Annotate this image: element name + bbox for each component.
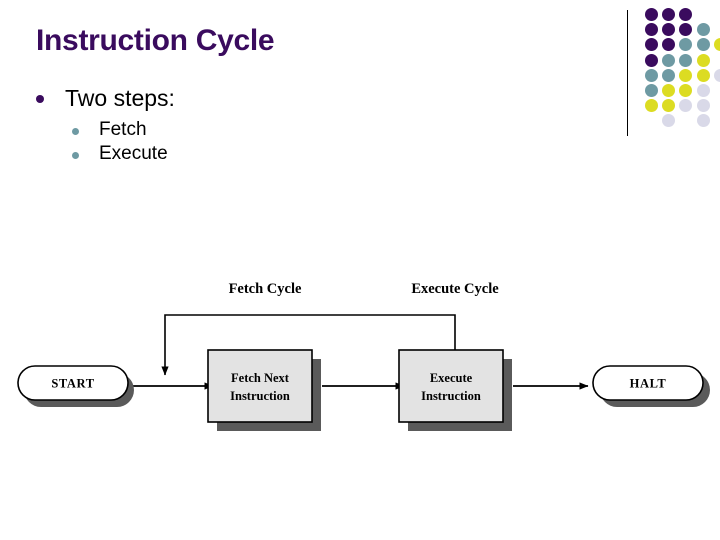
node-start[interactable]: START (17, 365, 134, 407)
node-halt-label: HALT (630, 377, 667, 391)
decorative-dot (679, 53, 693, 67)
edge-execute-to-fetch-feedback (161, 314, 456, 376)
decorative-dot (696, 68, 710, 82)
decorative-dot (662, 84, 676, 97)
decorative-dot (679, 84, 693, 97)
bullet-dot-icon (72, 128, 79, 136)
node-fetch-label-line1: Fetch Next (231, 371, 290, 385)
decorative-dot (696, 84, 710, 97)
instruction-cycle-flowchart: Fetch Cycle Execute Cycle START Fetch Ne… (0, 255, 720, 455)
decorative-dot (713, 68, 720, 82)
flowchart-canvas: Fetch Cycle Execute Cycle START Fetch Ne… (17, 281, 710, 431)
decorative-dot (645, 84, 658, 97)
decorative-dot (679, 99, 693, 113)
decorative-dot (679, 23, 693, 37)
decorative-dot (645, 68, 658, 82)
node-start-label: START (51, 377, 94, 391)
decorative-dot (662, 23, 676, 37)
decorative-dot (645, 53, 658, 67)
decorative-dot (713, 38, 720, 52)
list-item-label: Fetch (99, 119, 147, 141)
decorative-dot (662, 99, 676, 113)
decorative-dot (645, 38, 658, 52)
node-start-body (17, 365, 129, 401)
phase-label-fetch-cycle: Fetch Cycle (229, 281, 302, 297)
decorative-dot (645, 8, 658, 21)
decorative-dot (696, 23, 710, 37)
decorative-dot (696, 53, 710, 67)
decorative-dot-grid (645, 8, 720, 128)
node-execute-label-line2: Instruction (421, 389, 481, 403)
decorative-dot (645, 99, 658, 113)
node-halt-body (592, 365, 704, 401)
decorative-dot (662, 8, 676, 21)
node-halt[interactable]: HALT (592, 365, 710, 407)
decorative-dot (645, 23, 658, 37)
decorative-dot (679, 68, 693, 82)
node-execute-body (398, 349, 504, 423)
list-item: Fetch (72, 118, 596, 141)
bullet-list: Two steps: Fetch Execute (36, 84, 596, 166)
node-fetch-next-instruction[interactable]: Fetch Next Instruction (207, 349, 321, 431)
decorative-dot (679, 38, 693, 52)
list-item-label: Two steps: (65, 85, 175, 111)
bullet-dot-icon (72, 152, 79, 160)
node-execute-instruction[interactable]: Execute Instruction (398, 349, 512, 431)
list-item-label: Execute (99, 143, 168, 165)
decorative-dot (662, 68, 676, 82)
decorative-dot (662, 53, 676, 67)
header-divider-line (627, 10, 628, 136)
node-fetch-label-line2: Instruction (230, 389, 290, 403)
decorative-dot (696, 114, 710, 128)
decorative-dot (662, 38, 676, 52)
list-item: Two steps: (36, 84, 596, 112)
node-execute-label-line1: Execute (430, 371, 473, 385)
decorative-dot (696, 99, 710, 113)
page-title: Instruction Cycle (36, 24, 275, 57)
phase-label-execute-cycle: Execute Cycle (411, 281, 499, 297)
decorative-dot (679, 8, 693, 21)
decorative-dot (696, 38, 710, 52)
decorative-dot (662, 114, 676, 128)
node-fetch-body (207, 349, 313, 423)
bullet-dot-icon (36, 95, 44, 103)
list-item: Execute (72, 142, 596, 165)
